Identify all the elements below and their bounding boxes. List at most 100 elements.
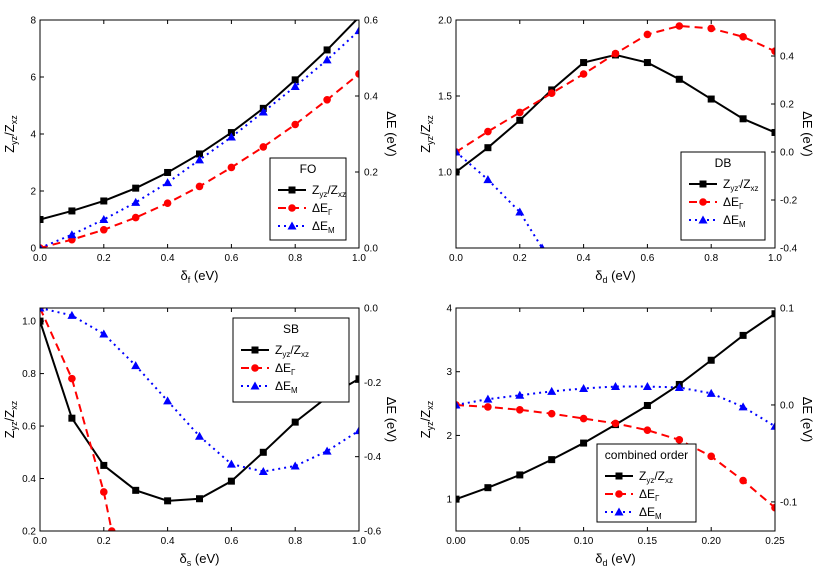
x-tick-label: 1.0 bbox=[352, 536, 366, 547]
plot-frame bbox=[455, 307, 776, 532]
data-point bbox=[707, 452, 715, 461]
y-left-tick-label: 0.6 bbox=[22, 422, 36, 433]
legend-marker bbox=[699, 198, 707, 206]
x-axis-label: δs (eV) bbox=[180, 551, 220, 568]
data-point bbox=[771, 503, 775, 512]
y-right-tick-label: 0.4 bbox=[780, 52, 794, 63]
y-right-axis-label: ΔE (eV) bbox=[800, 111, 815, 157]
data-point bbox=[707, 95, 715, 103]
y-right-tick-label: 0.1 bbox=[780, 304, 794, 315]
x-tick-label: 0.00 bbox=[446, 536, 466, 547]
y-left-tick-label: 0 bbox=[30, 244, 36, 255]
data-point bbox=[226, 459, 236, 468]
data-point bbox=[771, 310, 775, 318]
data-point bbox=[195, 431, 204, 440]
series-line-2 bbox=[456, 151, 543, 248]
data-point bbox=[355, 70, 359, 78]
y-right-tick-label: 0.0 bbox=[364, 304, 378, 315]
legend-label: ΔEΓ bbox=[275, 361, 296, 377]
legend-marker bbox=[287, 221, 297, 230]
data-point bbox=[291, 418, 299, 426]
data-point bbox=[322, 446, 332, 455]
data-point bbox=[40, 216, 44, 223]
data-point bbox=[707, 24, 715, 33]
data-point bbox=[539, 243, 545, 248]
data-point bbox=[611, 49, 620, 58]
data-point bbox=[738, 402, 748, 411]
x-tick-label: 0.6 bbox=[224, 536, 238, 547]
data-point bbox=[290, 82, 300, 90]
plot-area bbox=[40, 20, 359, 248]
y-left-axis-label: Zyz/Zxz bbox=[2, 400, 19, 438]
data-point bbox=[515, 390, 525, 399]
y-left-tick-label: 8 bbox=[30, 16, 36, 27]
plot-area bbox=[456, 310, 775, 512]
legend-label: ΔEΓ bbox=[639, 487, 660, 503]
plot-area bbox=[456, 22, 775, 248]
y-right-tick-label: -0.2 bbox=[780, 196, 798, 207]
y-right-axis-label: ΔE (eV) bbox=[800, 397, 815, 443]
y-left-axis-label: Zyz/Zxz bbox=[418, 115, 435, 153]
data-point bbox=[516, 406, 524, 414]
data-point bbox=[107, 527, 116, 531]
y-right-tick-label: -0.2 bbox=[364, 378, 382, 389]
y-right-axis-label: ΔE (eV) bbox=[384, 111, 399, 157]
data-point bbox=[163, 178, 173, 187]
data-point bbox=[322, 55, 332, 64]
x-axis-label: δd (eV) bbox=[595, 551, 635, 568]
x-axis-label: δd (eV) bbox=[595, 268, 635, 285]
data-point bbox=[131, 197, 141, 206]
y-right-tick-label: -0.4 bbox=[364, 452, 382, 463]
x-tick-label: 0.8 bbox=[288, 253, 302, 264]
legend-label: ΔEM bbox=[312, 219, 335, 235]
data-point bbox=[484, 127, 492, 136]
y-left-tick-label: 1.0 bbox=[22, 317, 36, 328]
y-right-tick-label: 0.6 bbox=[364, 16, 378, 27]
legend-label: ΔEM bbox=[639, 505, 662, 521]
y-right-tick-label: -0.4 bbox=[780, 244, 798, 255]
y-left-axis-label: Zyz/Zxz bbox=[2, 115, 19, 153]
data-point bbox=[195, 155, 204, 164]
y-left-tick-label: 1 bbox=[446, 495, 452, 506]
x-tick-label: 0.4 bbox=[577, 253, 591, 264]
y-left-tick-label: 0.4 bbox=[22, 474, 36, 485]
data-point bbox=[323, 46, 331, 54]
data-point bbox=[226, 132, 236, 141]
data-point bbox=[323, 96, 331, 104]
data-point bbox=[68, 374, 76, 383]
plot-frame bbox=[455, 19, 776, 249]
legend-marker bbox=[251, 346, 259, 354]
plot-area bbox=[40, 308, 359, 531]
y-left-tick-label: 6 bbox=[30, 73, 36, 84]
data-point bbox=[611, 419, 620, 428]
x-tick-label: 0.2 bbox=[97, 536, 111, 547]
legend-label: Zyz/Zxz bbox=[639, 469, 673, 485]
y-left-tick-label: 2 bbox=[446, 431, 452, 442]
x-tick-label: 1.0 bbox=[768, 253, 782, 264]
data-point bbox=[675, 75, 683, 83]
data-point bbox=[40, 243, 43, 248]
data-point bbox=[68, 207, 76, 215]
data-point bbox=[706, 388, 716, 397]
legend-marker bbox=[615, 490, 623, 498]
legend-label: ΔEM bbox=[275, 379, 298, 395]
y-right-tick-label: -0.6 bbox=[364, 527, 382, 538]
data-point bbox=[771, 47, 775, 55]
data-point bbox=[163, 396, 173, 405]
data-point bbox=[547, 409, 556, 418]
data-point bbox=[68, 414, 76, 422]
legend-label: Zyz'/Zxz bbox=[723, 177, 759, 193]
x-tick-label: 1.0 bbox=[352, 253, 366, 264]
y-right-tick-label: 0.2 bbox=[364, 168, 378, 179]
legend-title: DB bbox=[715, 156, 732, 170]
data-point bbox=[258, 467, 268, 476]
data-point bbox=[164, 497, 172, 505]
data-point bbox=[67, 310, 77, 319]
data-point bbox=[484, 484, 492, 492]
legend-marker bbox=[251, 364, 259, 372]
data-point bbox=[67, 230, 77, 239]
data-point bbox=[579, 70, 588, 78]
